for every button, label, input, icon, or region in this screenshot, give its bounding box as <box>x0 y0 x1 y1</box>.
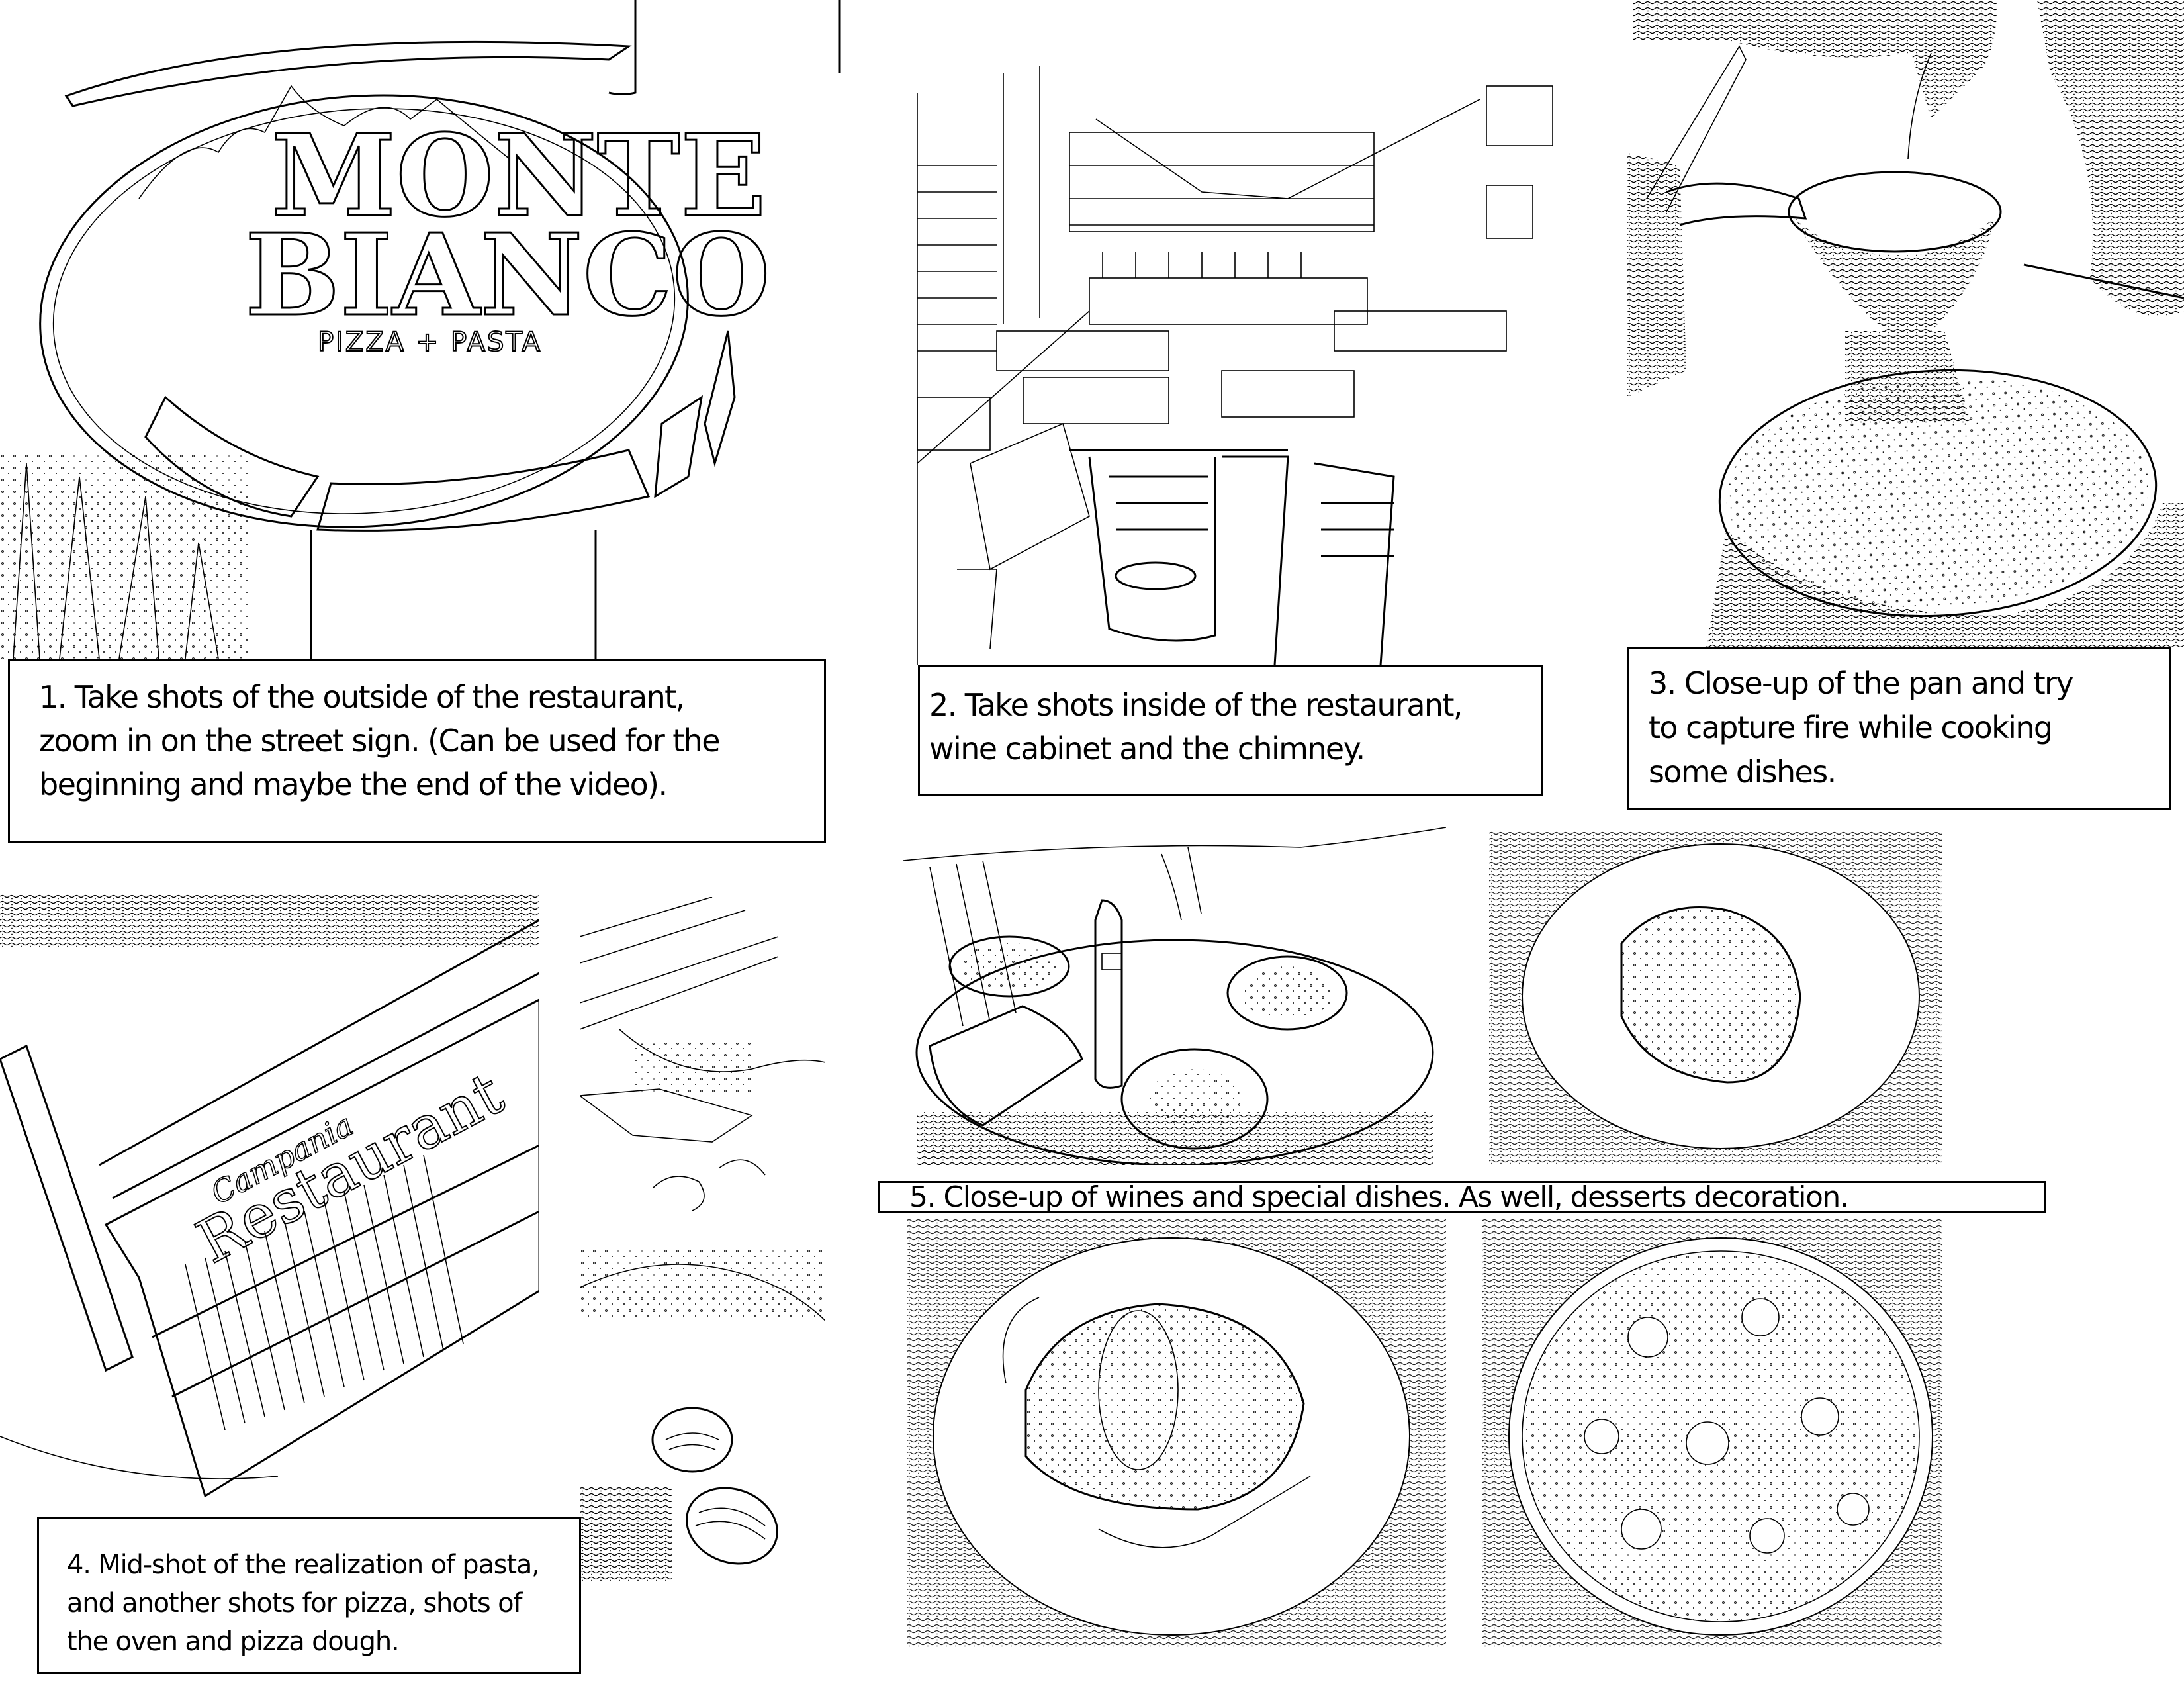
foreground-chairs <box>1069 449 1395 665</box>
image-restaurant-sign: MONTE BIANCO PIZZA + PASTA <box>0 0 860 659</box>
pizza-illustration <box>1482 1218 1942 1648</box>
wine-table-illustration <box>903 827 1446 1165</box>
image-wine-table <box>903 827 1446 1165</box>
dessert-illustration <box>907 1218 1446 1648</box>
image-pizza-dough-strip <box>580 1248 825 1582</box>
sign-illustration: MONTE BIANCO PIZZA + PASTA <box>0 0 841 659</box>
caption-shot-3: 3. Close-up of the pan and try to captur… <box>1627 647 2171 810</box>
image-pasta-pizza-main: Campania Restaurant <box>0 894 539 1509</box>
sign-text-monte: MONTE <box>271 110 766 242</box>
caption-4-line-1: 4. Mid-shot of the realization of pasta, <box>67 1550 540 1580</box>
pan-illustration <box>1627 0 2184 647</box>
interior-illustration <box>917 66 1553 665</box>
caption-3-line-2: to capture fire while cooking <box>1649 710 2053 745</box>
grille-bars <box>185 1154 464 1430</box>
caption-1-line-2: zoom in on the street sign. (Can be used… <box>39 723 721 759</box>
dining-tables <box>917 252 1507 649</box>
image-dessert <box>907 1218 1446 1648</box>
caption-1-line-3: beginning and maybe the end of the video… <box>39 767 668 802</box>
caption-shot-4: 4. Mid-shot of the realization of pasta,… <box>37 1517 581 1674</box>
dough-strip-illustration <box>580 1248 825 1582</box>
caption-1-line-1: 1. Take shots of the outside of the rest… <box>39 679 685 715</box>
blinds <box>917 165 997 352</box>
image-restaurant-interior <box>917 0 1567 665</box>
caption-3-line-1: 3. Close-up of the pan and try <box>1649 665 2074 701</box>
restaurant-sign-illustration: Campania Restaurant <box>0 894 539 1498</box>
caption-shot-2: 2. Take shots inside of the restaurant, … <box>918 665 1543 796</box>
image-pasta-strip <box>580 897 825 1211</box>
caption-shot-5: 5. Close-up of wines and special dishes.… <box>878 1181 2046 1213</box>
caption-shot-1: 1. Take shots of the outside of the rest… <box>8 659 826 843</box>
caption-5-line-1: 5. Close-up of wines and special dishes.… <box>909 1180 1849 1214</box>
image-pan-closeup <box>1627 0 2184 647</box>
caption-4-line-2: and another shots for pizza, shots of <box>67 1588 522 1618</box>
image-special-dish <box>1489 831 1942 1165</box>
caption-2-line-1: 2. Take shots inside of the restaurant, <box>929 687 1463 723</box>
image-pizza <box>1482 1218 1942 1648</box>
caption-2-line-2: wine cabinet and the chimney. <box>929 731 1365 767</box>
caption-3-line-3: some dishes. <box>1649 754 1837 790</box>
sign-text-tagline: PIZZA + PASTA <box>318 327 542 357</box>
sign-text-bianco: BIANCO <box>245 209 770 342</box>
pasta-strip-illustration <box>580 897 825 1211</box>
caption-4-line-3: the oven and pizza dough. <box>67 1626 400 1657</box>
special-dish-illustration <box>1489 831 1942 1165</box>
